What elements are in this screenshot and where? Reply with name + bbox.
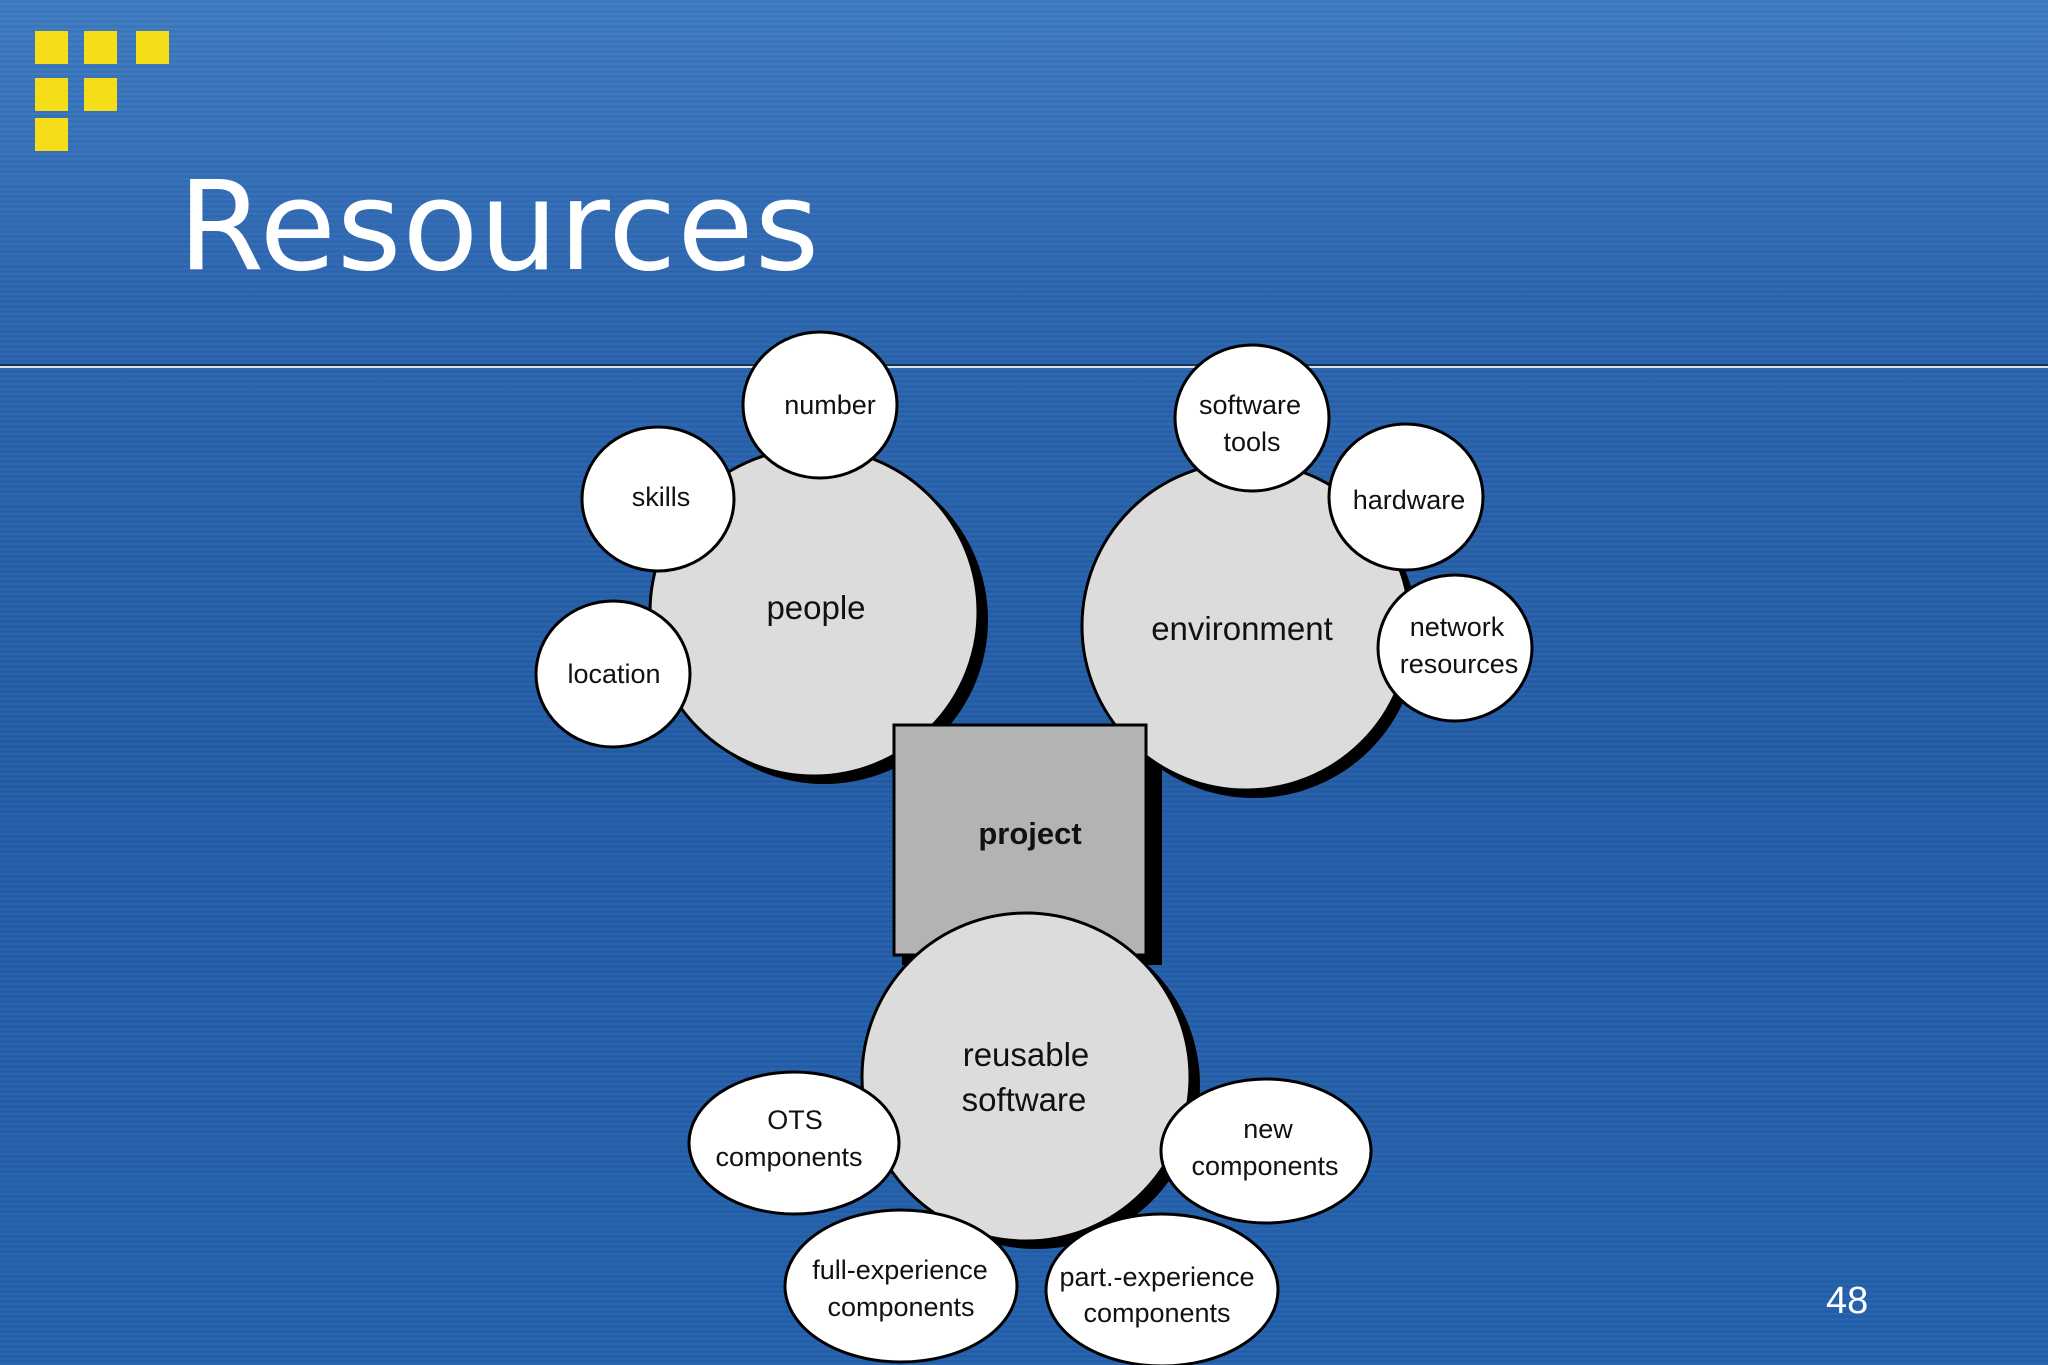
location-label: location (567, 659, 660, 689)
page-number: 48 (1826, 1280, 1869, 1322)
logo-squares (0, 0, 200, 170)
full-experience-bubble (783, 1208, 1019, 1364)
new-components-bubble (1159, 1077, 1373, 1225)
full-experience-label-line1: full-experience (812, 1255, 988, 1285)
network-resources-label-line2: resources (1400, 649, 1519, 679)
network-resources-bubble (1376, 573, 1534, 723)
part-experience-label-line2: components (1083, 1298, 1230, 1328)
reusable-software-circle (860, 911, 1192, 1243)
network-resources-label-line1: network (1410, 612, 1505, 642)
part-experience-label-line1: part.-experience (1059, 1262, 1254, 1292)
project-label: project (978, 816, 1081, 851)
people-label: people (766, 589, 865, 626)
number-bubble (741, 330, 899, 480)
hardware-label: hardware (1353, 485, 1466, 515)
environment-label: environment (1151, 610, 1333, 647)
new-label-line2: components (1191, 1151, 1338, 1181)
part-experience-bubble (1044, 1212, 1280, 1365)
slide-title: Resources (178, 155, 821, 299)
ots-components-bubble (687, 1070, 901, 1216)
skills-label: skills (632, 482, 691, 512)
location-bubble (534, 599, 692, 749)
reusable-label-line2: software (962, 1081, 1087, 1118)
title-divider (0, 364, 2048, 366)
number-label: number (784, 390, 876, 420)
reusable-label-line1: reusable (963, 1036, 1090, 1073)
hardware-bubble (1327, 422, 1485, 572)
software-tools-bubble (1173, 343, 1331, 493)
skills-bubble (580, 425, 736, 573)
title-divider-highlight (0, 366, 2048, 368)
software-tools-label-line1: software (1199, 390, 1301, 420)
ots-label-line1: OTS (767, 1105, 823, 1135)
software-tools-label-line2: tools (1223, 427, 1280, 457)
full-experience-label-line2: components (827, 1292, 974, 1322)
new-label-line1: new (1243, 1114, 1293, 1144)
ots-label-line2: components (715, 1142, 862, 1172)
